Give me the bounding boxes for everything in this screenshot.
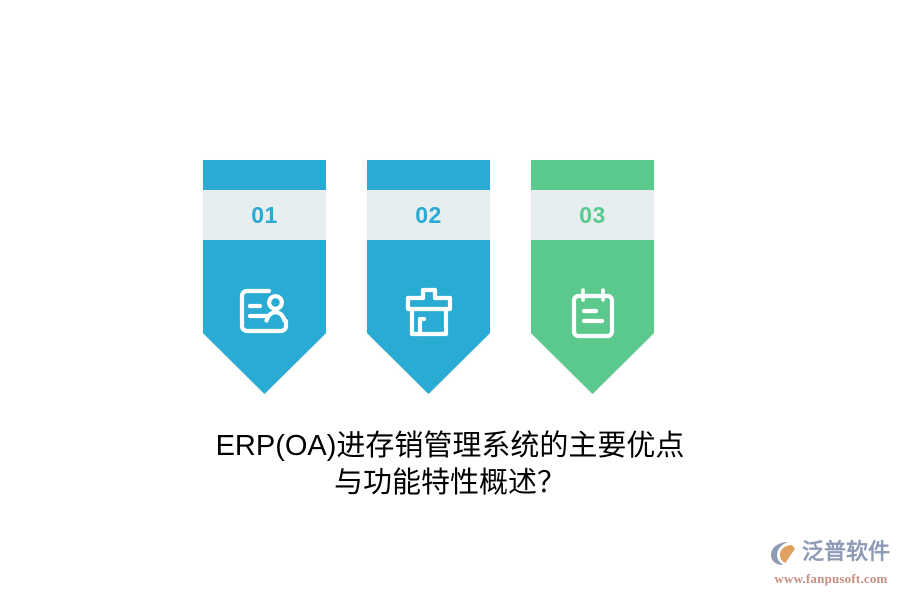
- banner-top-strip: [203, 160, 326, 190]
- headline-line-1: ERP(OA)进存销管理系统的主要优点: [215, 430, 685, 462]
- headline-line-2: 与功能特性概述？: [333, 467, 566, 499]
- watermark-brand-name: 泛普软件: [802, 540, 891, 565]
- fanpu-logo-mark-icon: [768, 538, 798, 568]
- banner-number-label: 02: [415, 201, 442, 228]
- banner-number-label: 03: [579, 201, 606, 228]
- banner-number-label: 01: [251, 201, 278, 228]
- banner-group: 01 02: [203, 160, 655, 394]
- banner-number-band: 01: [203, 190, 326, 240]
- banner-01[interactable]: 01: [203, 160, 326, 394]
- banner-top-strip: [367, 160, 490, 190]
- watermark-logo: 泛普软件 www.fanpusoft.com: [768, 536, 894, 592]
- banner-number-band: 03: [531, 190, 654, 240]
- banner-number-band: 02: [367, 190, 490, 240]
- headline: ERP(OA)进存销管理系统的主要优点 与功能特性概述？: [0, 428, 900, 502]
- banner-03[interactable]: 03: [531, 160, 654, 394]
- banner-top-strip: [531, 160, 654, 190]
- banner-02[interactable]: 02: [367, 160, 490, 394]
- watermark-url: www.fanpusoft.com: [774, 571, 888, 586]
- watermark-top-row: 泛普软件: [768, 536, 894, 570]
